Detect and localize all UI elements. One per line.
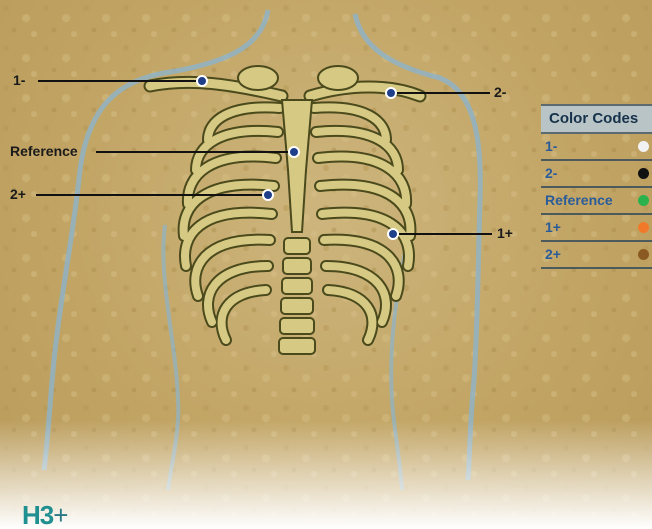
legend-row: 1- bbox=[541, 134, 652, 161]
legend-row: Reference bbox=[541, 188, 652, 215]
legend-swatch bbox=[638, 249, 649, 260]
electrode-1-plus bbox=[388, 229, 398, 239]
brand-suffix: + bbox=[53, 500, 67, 529]
legend-label: 2+ bbox=[545, 246, 561, 262]
legend-label: Reference bbox=[545, 192, 613, 208]
brand-main: H3 bbox=[22, 500, 53, 529]
callout-label-reference: Reference bbox=[10, 143, 78, 159]
legend-row: 1+ bbox=[541, 215, 652, 242]
legend-label: 2- bbox=[545, 165, 557, 181]
electrode-reference bbox=[289, 147, 299, 157]
legend-row: 2- bbox=[541, 161, 652, 188]
legend-swatch bbox=[638, 141, 649, 152]
legend-swatch bbox=[638, 195, 649, 206]
callout-label-1-plus: 1+ bbox=[497, 225, 513, 241]
callout-label-2-plus: 2+ bbox=[10, 186, 26, 202]
brand-logo: H3+ bbox=[22, 502, 67, 528]
legend-swatch bbox=[638, 168, 649, 179]
legend-title: Color Codes bbox=[541, 104, 652, 134]
color-codes-legend: Color Codes 1- 2- Reference 1+ 2+ bbox=[541, 104, 652, 269]
electrode-2-plus bbox=[263, 190, 273, 200]
legend-label: 1+ bbox=[545, 219, 561, 235]
callout-label-1-minus: 1- bbox=[13, 72, 25, 88]
legend-swatch bbox=[638, 222, 649, 233]
callout-label-2-minus: 2- bbox=[494, 84, 506, 100]
legend-row: 2+ bbox=[541, 242, 652, 269]
legend-label: 1- bbox=[545, 138, 557, 154]
electrode-2-minus bbox=[386, 88, 396, 98]
electrode-1-minus bbox=[197, 76, 207, 86]
